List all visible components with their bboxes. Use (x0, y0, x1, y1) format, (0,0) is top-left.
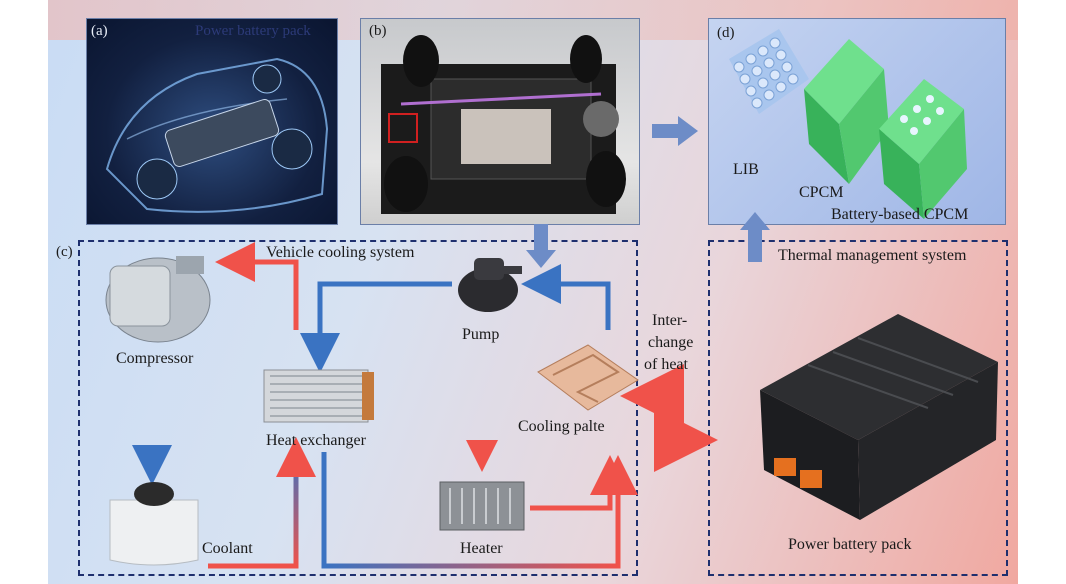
arrow-plate-to-pump (521, 264, 611, 330)
arrow-heater-to-plate (530, 455, 630, 511)
label-battery-pack: Power battery pack (788, 536, 912, 553)
label-heat-exchanger: Heat exchanger (266, 432, 366, 449)
panel-d-letter: (d) (717, 25, 735, 41)
label-pump: Pump (462, 326, 500, 343)
panel-d-cpcm: (d) LIB CPCM Battery-based CPCM (708, 18, 1006, 225)
panel-b-letter: (b) (369, 23, 387, 39)
lib-cell-array (729, 29, 809, 114)
label-interchange-line3: of heat (644, 356, 688, 373)
panel-b-chassis-image: (b) (360, 18, 640, 225)
heat-exchanger-illustration (263, 369, 374, 423)
car-wireframe-illustration (105, 57, 329, 213)
label-interchange-line2: change (648, 334, 694, 351)
arrow-pump-to-hx (300, 281, 452, 373)
arrow-coolant-to-hx (208, 437, 316, 569)
cooling-plate-illustration (537, 344, 639, 411)
heater-illustration (439, 481, 525, 531)
tms-title: Thermal management system (778, 247, 967, 264)
block-arrow-down (526, 224, 556, 268)
panel-a-car-image: (a) Power battery pack (86, 18, 338, 225)
battery-pack-illustration (760, 314, 998, 520)
figure-canvas: (a) Power battery pack (b) (48, 0, 1018, 584)
panel-d-item-battery-cpcm: Battery-based CPCM (831, 206, 969, 223)
label-heater: Heater (460, 540, 503, 557)
panel-a-letter: (a) (91, 23, 108, 39)
pump-illustration (458, 258, 522, 312)
compressor-illustration (105, 256, 211, 343)
label-compressor: Compressor (116, 350, 194, 367)
panel-a-title: Power battery pack (195, 23, 311, 39)
panel-d-item-cpcm: CPCM (799, 184, 844, 201)
coolant-reservoir-illustration (109, 482, 199, 566)
block-arrow-right (652, 116, 698, 146)
block-arrow-up (740, 212, 770, 262)
panel-c-letter: (c) (56, 244, 73, 260)
battery-cpcm-block (879, 79, 967, 219)
label-cooling-plate: Cooling palte (518, 418, 605, 435)
arrow-hx-to-plate (321, 452, 638, 569)
panel-c-title: Vehicle cooling system (266, 244, 415, 261)
arrow-hx-to-compressor (215, 242, 299, 330)
label-coolant: Coolant (202, 540, 253, 557)
cpcm-illustration (729, 29, 967, 219)
flow-diagram (105, 116, 998, 569)
chassis-illustration (381, 35, 626, 214)
panel-d-item-lib: LIB (733, 161, 759, 178)
cpcm-block (804, 39, 889, 184)
label-interchange-line1: Inter- (652, 312, 688, 329)
